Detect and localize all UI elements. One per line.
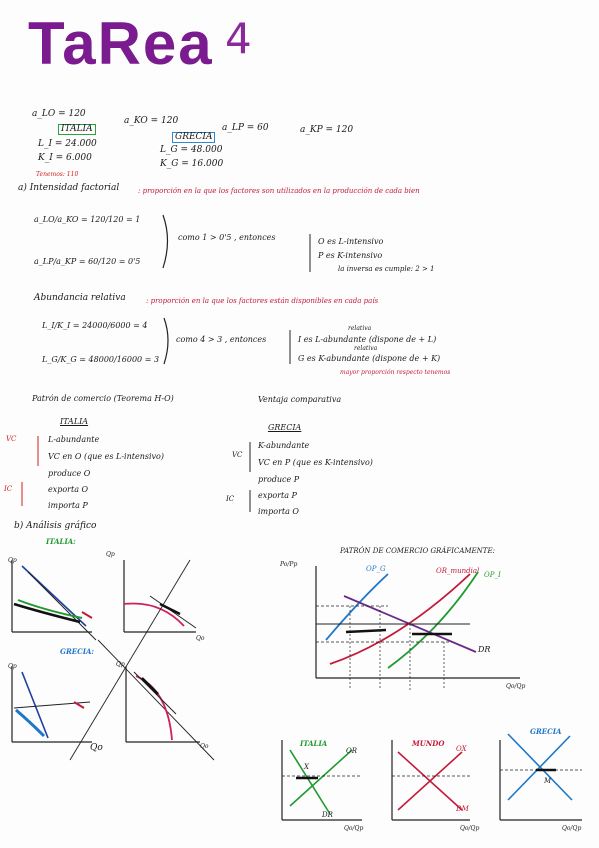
italia-graph-label: ITALIA: [46, 537, 76, 546]
title-number: 4 [225, 14, 252, 63]
mini-m-label: M [544, 777, 552, 785]
frac-g: L_G/K_G = 48000/16000 = 3 [42, 355, 160, 364]
brace-a [162, 214, 169, 269]
frac-p: a_LP/a_KP = 60/120 = 0'5 [34, 257, 141, 266]
note-above: Tenemos: 110 [36, 171, 79, 178]
grecia-item-1: K-abundante [258, 441, 310, 450]
axis-x-main: Qo/Qp [506, 683, 526, 690]
como-a: como 1 > 0'5 , entonces [178, 233, 276, 242]
ventaja-label: Ventaja comparativa [258, 395, 342, 404]
grecia-ppf-graph [11, 666, 92, 743]
mini-italia-label: ITALIA [300, 739, 328, 748]
grecia-item-4: exporta P [258, 491, 297, 500]
p-es: P es K-intensivo [318, 251, 383, 260]
grecia-box: GRECIA [172, 132, 216, 143]
mini-italia-graph [281, 740, 362, 821]
given-ako: a_KO = 120 [124, 116, 179, 126]
given-lg: L_G = 48.000 [160, 145, 223, 155]
section-a-definition: : proporción en la que los factores son … [138, 187, 420, 195]
italia-ppf-graph [11, 560, 97, 641]
como-b: como 4 > 3 , entonces [176, 335, 267, 344]
grecia-rotated-graph [125, 666, 200, 743]
given-li: L_I = 24.000 [38, 139, 97, 149]
qo-label-1: Qo [196, 635, 205, 642]
i-es: I es L-abundante (dispone de + L) [298, 335, 437, 344]
brace-b [163, 317, 169, 365]
axis-y-main: Po/Pp [280, 561, 298, 568]
mini-axis-x-1: Qo/Qp [344, 825, 364, 832]
italia-rotated-graph [123, 560, 197, 633]
grecia-list-title: GRECIA [268, 423, 302, 432]
given-ki: K_I = 6.000 [38, 153, 92, 163]
mini-x-label: X [304, 763, 309, 771]
given-alp: a_LP = 60 [222, 123, 269, 133]
mini-mundo-graph [391, 740, 470, 821]
mini-dr-label: DR [322, 811, 333, 819]
mini-dm-label: DM [456, 805, 469, 813]
qo-label-3: Qo [200, 743, 209, 750]
italia-list-title: ITALIA [60, 417, 89, 426]
mini-axis-x-2: Qo/Qp [460, 825, 480, 832]
or-mundial-label: OR_mundial [436, 567, 480, 575]
italia-item-5: importa P [48, 501, 88, 510]
mini-mundo-label: MUNDO [412, 739, 445, 748]
frac-o: a_LO/a_KO = 120/120 = 1 [34, 215, 141, 224]
italia-box: ITALIA [58, 124, 96, 135]
grecia-ic: IC [226, 495, 235, 503]
section-a-label: a) Intensidad factorial [18, 183, 120, 193]
grecia-item-2: VC en P (que es K-intensivo) [258, 458, 373, 467]
cross-line-2 [97, 639, 215, 761]
patron-label: Patrón de comercio (Teorema H-O) [32, 394, 174, 403]
grecia-item-3: produce P [258, 475, 300, 484]
italia-item-4: exporta O [48, 485, 89, 494]
cross-line-1 [69, 559, 191, 761]
grecia-graph-label: GRECIA: [60, 647, 94, 656]
qp-label-4: Qp [116, 661, 125, 668]
mini-grecia-label: GRECIA [530, 727, 562, 736]
mini-grecia-graph [499, 733, 582, 821]
mini-axis-x-3: Qo/Qp [562, 825, 582, 832]
italia-item-1: L-abundante [48, 435, 100, 444]
abundancia-definition: : proporción en la que los factores está… [146, 297, 379, 305]
dr-label: DR [478, 645, 491, 654]
italia-vc: VC [6, 435, 17, 443]
mini-ox-label: OX [456, 745, 467, 753]
patron-grafico-title: PATRÓN DE COMERCIO GRÁFICAMENTE: [340, 547, 495, 555]
mayor-note: mayor proporción respecto tenemos [340, 369, 451, 376]
nota-a: la inversa es cumple: 2 > 1 [338, 265, 435, 273]
relativa-2: relativa [354, 345, 378, 352]
relativa-1: relativa [348, 325, 372, 332]
o-es: O es L-intensivo [318, 237, 384, 246]
qp-label-2: Qp [106, 551, 115, 558]
given-kg: K_G = 16.000 [160, 159, 224, 169]
g-es: G es K-abundante (dispone de + K) [298, 354, 441, 363]
given-alo: a_LO = 120 [32, 109, 86, 119]
italia-ic: IC [4, 485, 13, 493]
opg-label: OP_G [366, 565, 386, 573]
italia-item-2: VC en O (que es L-intensivo) [48, 452, 164, 461]
section-b-label: b) Análisis gráfico [14, 521, 97, 531]
patron-main-graph [315, 566, 520, 690]
page-title: TaRea [28, 10, 214, 77]
italia-item-3: produce O [48, 469, 91, 478]
opi-label: OP_I [484, 571, 501, 579]
abundancia-label: Abundancia relativa [34, 293, 126, 303]
mini-or-label: OR [346, 747, 358, 755]
grecia-item-5: importa O [258, 507, 299, 516]
grecia-vc: VC [232, 451, 243, 459]
frac-i: L_I/K_I = 24000/6000 = 4 [42, 321, 148, 330]
qo-label-2: Qo [90, 743, 103, 753]
given-akp: a_KP = 120 [300, 125, 354, 135]
